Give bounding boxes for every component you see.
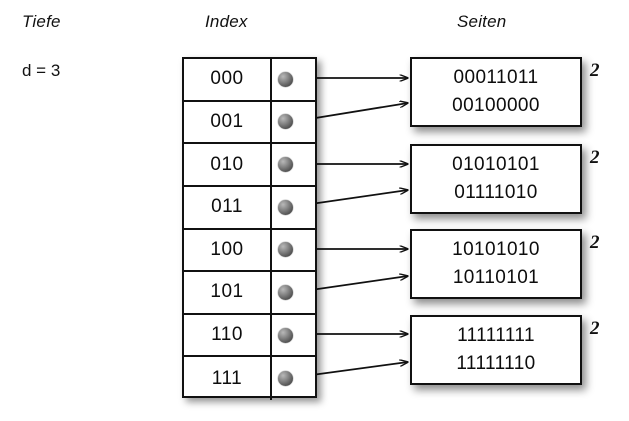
page-record: 01111010 [454, 182, 538, 203]
index-row[interactable]: 011 [184, 186, 315, 230]
column-heading-index: Index [205, 12, 248, 31]
page-record: 11111110 [456, 353, 536, 374]
page-box[interactable]: 01010101 01111010 [410, 144, 582, 214]
index-key: 001 [184, 101, 272, 143]
pointer-dot-icon [278, 71, 293, 87]
page-count-label: 2 [590, 318, 600, 339]
page-box[interactable]: 00011011 00100000 [410, 57, 582, 127]
pointer-dot-icon [278, 114, 293, 130]
index-row[interactable]: 000 [184, 59, 315, 102]
index-row[interactable]: 110 [184, 314, 315, 358]
index-pointer-cell[interactable] [272, 144, 315, 185]
page-record: 00011011 [453, 67, 539, 89]
index-pointer-cell[interactable] [272, 102, 315, 143]
index-key: 010 [184, 144, 272, 185]
index-table: 000 001 010 011 100 [182, 57, 317, 400]
index-row[interactable]: 100 [184, 229, 315, 273]
page-record: 10101010 [452, 239, 540, 261]
page-record: 10110101 [452, 267, 540, 288]
index-row[interactable]: 001 [184, 101, 315, 145]
page-box[interactable]: 10101010 10110101 [410, 229, 582, 299]
page-count-label: 2 [590, 147, 600, 168]
index-row[interactable]: 101 [184, 272, 315, 315]
page-record: 11111111 [457, 325, 535, 347]
depth-value-label: d = 3 [22, 61, 61, 80]
column-heading-depth: Tiefe [22, 12, 61, 31]
page-record: 01010101 [452, 154, 540, 176]
pointer-dot-icon [278, 242, 293, 258]
index-key: 011 [184, 186, 272, 228]
pointer-dot-icon [278, 327, 293, 343]
index-row[interactable]: 111 [184, 357, 315, 400]
index-key: 000 [184, 59, 272, 100]
pointer-dot-icon [278, 284, 293, 300]
index-key: 111 [184, 357, 272, 400]
index-pointer-cell[interactable] [272, 187, 315, 228]
index-pointer-cell[interactable] [272, 230, 315, 271]
index-key: 100 [184, 229, 272, 271]
index-key: 110 [184, 314, 272, 356]
index-pointer-cell[interactable] [272, 357, 315, 400]
column-heading-pages: Seiten [457, 12, 507, 31]
index-key: 101 [184, 272, 272, 313]
index-pointer-cell[interactable] [272, 315, 315, 356]
page-record: 00100000 [452, 95, 540, 116]
index-pointer-cell[interactable] [272, 59, 315, 100]
index-pointer-cell[interactable] [272, 272, 315, 313]
page-count-label: 2 [590, 232, 600, 253]
pointer-dot-icon [278, 371, 293, 387]
index-row[interactable]: 010 [184, 144, 315, 187]
pointer-dot-icon [278, 199, 293, 215]
page-count-label: 2 [590, 60, 600, 81]
page-box[interactable]: 11111111 11111110 [410, 315, 582, 385]
pointer-dot-icon [278, 157, 293, 173]
